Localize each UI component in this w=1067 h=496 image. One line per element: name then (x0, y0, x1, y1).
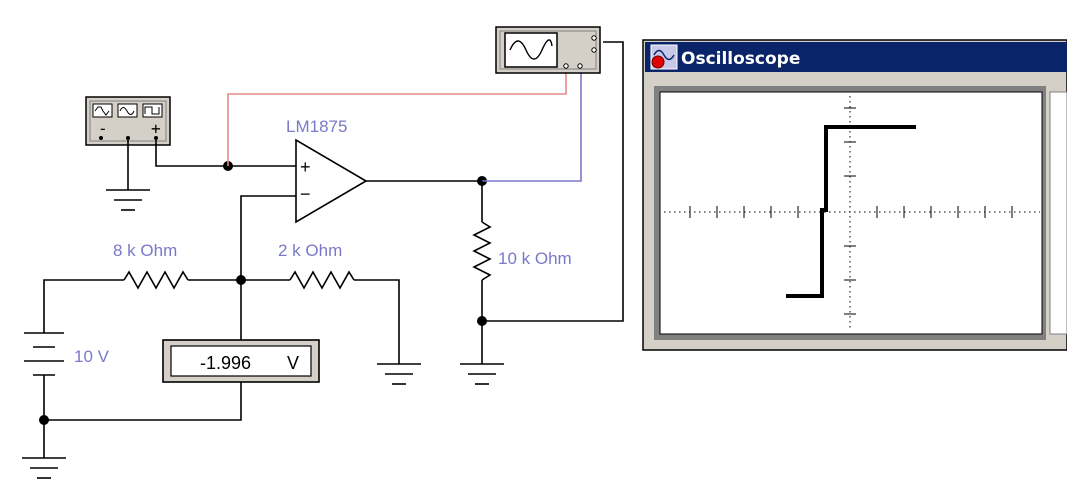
wire-red-to-scope (227, 70, 567, 166)
battery-label: 10 V (74, 347, 110, 366)
x-axis-ticks (689, 206, 1013, 218)
ground-symbol-r2k (377, 363, 421, 385)
voltmeter-value: -1.996 (200, 353, 251, 373)
oscilloscope-window[interactable]: Oscilloscope (642, 39, 1067, 351)
oscilloscope-title: Oscilloscope (681, 49, 800, 69)
triangle-wave-button[interactable] (117, 103, 138, 118)
minus-terminal-icon: - (98, 119, 108, 138)
ground-symbol-generator (106, 140, 150, 211)
wire-generator-to-plus (155, 140, 296, 167)
wire-minus-feedback (240, 195, 296, 280)
op-amp-label: LM1875 (286, 117, 347, 136)
resistor-8k-label: 8 k Ohm (113, 241, 177, 260)
sine-wave-icon (119, 107, 135, 115)
resistor-load[interactable] (472, 221, 492, 281)
terminal-common[interactable] (126, 136, 130, 140)
sine-wave-button[interactable] (92, 103, 113, 118)
scope-terminal-trigger[interactable] (591, 47, 597, 53)
pulse-wave-icon (144, 106, 160, 115)
sine-wave-icon (509, 39, 553, 60)
oscilloscope-app-icon (650, 44, 678, 70)
voltmeter-unit: V (287, 353, 299, 373)
scope-terminal-b[interactable] (577, 63, 583, 69)
wire-blue-to-scope (482, 72, 582, 182)
oscilloscope-device[interactable] (495, 26, 601, 74)
voltmeter[interactable] (162, 339, 320, 383)
terminal-minus[interactable] (99, 136, 103, 140)
screen-side-panel (1049, 91, 1067, 335)
wire-voltmeter-to-ground (44, 382, 242, 421)
oscilloscope-screen-icon (504, 32, 558, 68)
oscilloscope-trace (786, 125, 916, 298)
resistor-2k-label: 2 k Ohm (278, 241, 342, 260)
op-amp[interactable] (295, 138, 368, 224)
ground-symbol-battery (22, 420, 66, 479)
oscilloscope-screen (659, 91, 1043, 335)
square-wave-button[interactable] (142, 103, 163, 118)
square-wave-icon (94, 106, 110, 116)
resistor-load-label: 10 k Ohm (498, 249, 572, 268)
scope-terminal-a[interactable] (563, 63, 569, 69)
op-amp-plus-sign: + (300, 157, 311, 177)
oscilloscope-titlebar[interactable] (645, 42, 1067, 72)
op-amp-minus-sign: − (300, 184, 311, 204)
y-axis-ticks (844, 107, 856, 315)
scope-terminal-ground[interactable] (591, 35, 597, 41)
resistor-8k[interactable] (123, 270, 189, 290)
ground-symbol-load (460, 321, 504, 385)
battery[interactable] (24, 332, 64, 376)
wire-r2k-to-ground (354, 279, 400, 364)
resistor-2k[interactable] (289, 270, 355, 290)
terminal-plus[interactable] (154, 136, 158, 140)
wire-battery-to-r8k (43, 279, 124, 333)
plus-terminal-icon: + (151, 119, 161, 138)
function-generator[interactable]: - + (85, 96, 171, 146)
wire-ground-to-scope (482, 41, 624, 322)
